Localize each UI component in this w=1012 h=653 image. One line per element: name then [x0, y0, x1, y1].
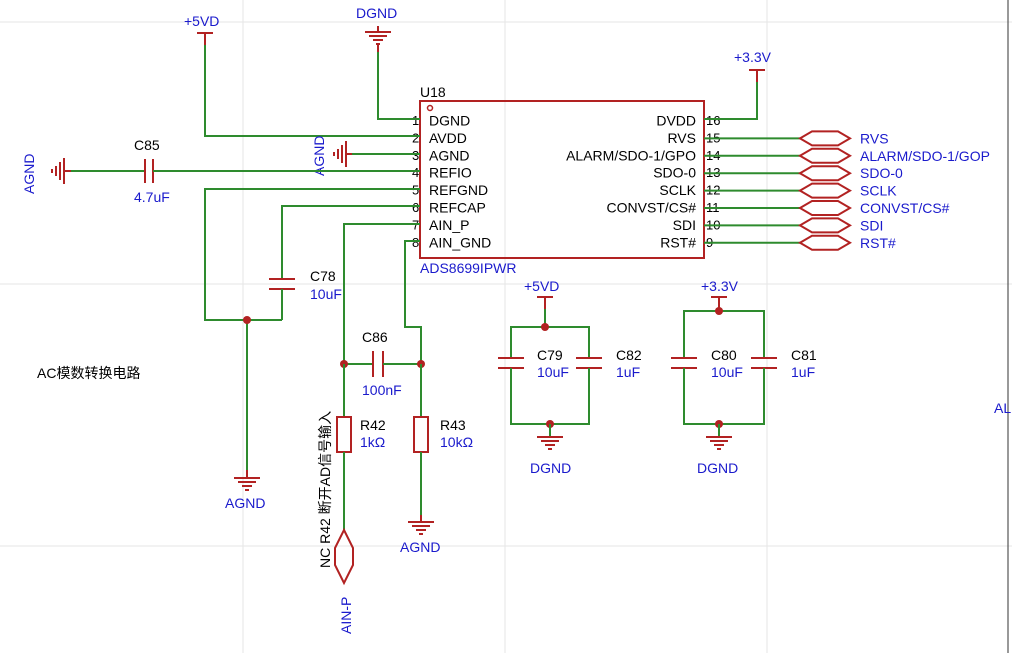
net-flag [798, 182, 852, 199]
left-pin-number: 1 [412, 113, 419, 128]
chip-part: ADS8699IPWR [420, 260, 516, 276]
left-pin-number: 4 [412, 165, 419, 180]
net-label: SDO-0 [860, 165, 903, 181]
right-pin-name: SCLK [659, 182, 696, 198]
c85-ref: C85 [134, 137, 160, 153]
decoupling-33v: +3.3V DGND C80 10uF C81 1uF [671, 278, 817, 476]
chip-ref: U18 [420, 84, 446, 100]
net-label: RST# [860, 235, 896, 251]
left-pin-number: 3 [412, 148, 419, 163]
c78-val: 10uF [310, 286, 342, 302]
cap-c85: C85 4.7uF [71, 137, 420, 205]
decoupling-5vd: +5VD DGND C79 10uF C82 1uF [498, 278, 642, 476]
c79-ref: C79 [537, 347, 563, 363]
r43-ref: R43 [440, 417, 466, 433]
agnd-pin3-label: AGND [311, 136, 327, 176]
c86-val: 100nF [362, 382, 402, 398]
r42-note: NC R42 断开AD信号输入 [317, 411, 333, 568]
c78-ref: C78 [310, 268, 336, 284]
net-flag [798, 234, 852, 251]
right-pin-name: CONVST/CS# [607, 200, 697, 216]
left-pin-name: DGND [429, 113, 470, 129]
dgnd-c79-label: DGND [530, 460, 571, 476]
net-label: ALARM/SDO-1/GOP [860, 148, 990, 164]
left-pin-name: AIN_GND [429, 234, 491, 250]
wires-top [204, 45, 758, 155]
left-pin-name: REFIO [429, 165, 472, 181]
net-flags: RVS ALARM/SDO-1/GOPSDO-0SCLKCONVST/CS#SDI… [704, 130, 990, 251]
net-flag [798, 165, 852, 182]
agnd-pin3: AGND [311, 136, 352, 176]
r42-ref: R42 [360, 417, 386, 433]
c85-val: 4.7uF [134, 189, 170, 205]
ain-p-port: AIN-P NC R42 断开AD信号输入 [317, 411, 354, 634]
net-label: SCLK [860, 183, 897, 199]
right-pin-name: RST# [660, 234, 696, 250]
c81-ref: C81 [791, 347, 817, 363]
net-flag [798, 217, 852, 234]
right-pin-name: SDO-0 [653, 165, 696, 181]
right-pin-name: RVS [667, 130, 696, 146]
agnd-c78-label: AGND [225, 495, 265, 511]
agnd-left: AGND [21, 154, 71, 194]
c82-val: 1uF [616, 364, 640, 380]
left-pin-number: 5 [412, 183, 419, 198]
net-label: CONVST/CS# [860, 200, 950, 216]
left-pin-name: AIN_P [429, 217, 469, 233]
agnd-left-label: AGND [21, 154, 37, 194]
net-label: SDI [860, 217, 883, 233]
c80-val: 10uF [711, 364, 743, 380]
refcap-net: C78 10uF [204, 188, 420, 470]
decoupling-5vd-label: +5VD [524, 278, 559, 294]
c86-ref: C86 [362, 329, 388, 345]
power-33v-top: +3.3V [734, 49, 772, 82]
power-33v-label: +3.3V [734, 49, 772, 65]
dgnd-top: DGND [356, 5, 397, 52]
left-pin-name: REFCAP [429, 200, 486, 216]
dgnd-c80-label: DGND [697, 460, 738, 476]
ain-p-label: AIN-P [338, 597, 354, 634]
decoupling-33v-label: +3.3V [701, 278, 739, 294]
c82-ref: C82 [616, 347, 642, 363]
left-pin-name: AGND [429, 147, 469, 163]
left-pin-number: 8 [412, 235, 419, 250]
circuit-title: AC模数转换电路 [37, 365, 140, 381]
r42-val: 1kΩ [360, 434, 385, 450]
left-pin-number: 6 [412, 200, 419, 215]
net-flag [798, 130, 852, 147]
ain-net: C86 100nF R42 1kΩ R43 10kΩ [336, 223, 473, 530]
right-pin-name: SDI [673, 217, 696, 233]
edge-label: AL [994, 400, 1011, 416]
dgnd-top-label: DGND [356, 5, 397, 21]
left-pin-name: AVDD [429, 130, 467, 146]
r43-val: 10kΩ [440, 434, 473, 450]
net-flag [798, 147, 852, 164]
net-flag [798, 200, 852, 216]
net-label: RVS [860, 130, 889, 146]
left-pin-number: 2 [412, 130, 419, 145]
chip-u18: U18 ADS8699IPWR [419, 84, 705, 276]
right-pin-name: ALARM/SDO-1/GPO [566, 147, 696, 163]
c79-val: 10uF [537, 364, 569, 380]
left-pin-name: REFGND [429, 182, 488, 198]
agnd-r43-label: AGND [400, 539, 440, 555]
c81-val: 1uF [791, 364, 815, 380]
power-5vd-top: +5VD [184, 13, 219, 45]
agnd-c78: AGND [225, 470, 265, 511]
right-pin-number: 16 [706, 113, 720, 128]
agnd-r43: AGND [400, 515, 440, 555]
c80-ref: C80 [711, 347, 737, 363]
right-pin-name: DVDD [656, 113, 696, 129]
power-5vd-label: +5VD [184, 13, 219, 29]
